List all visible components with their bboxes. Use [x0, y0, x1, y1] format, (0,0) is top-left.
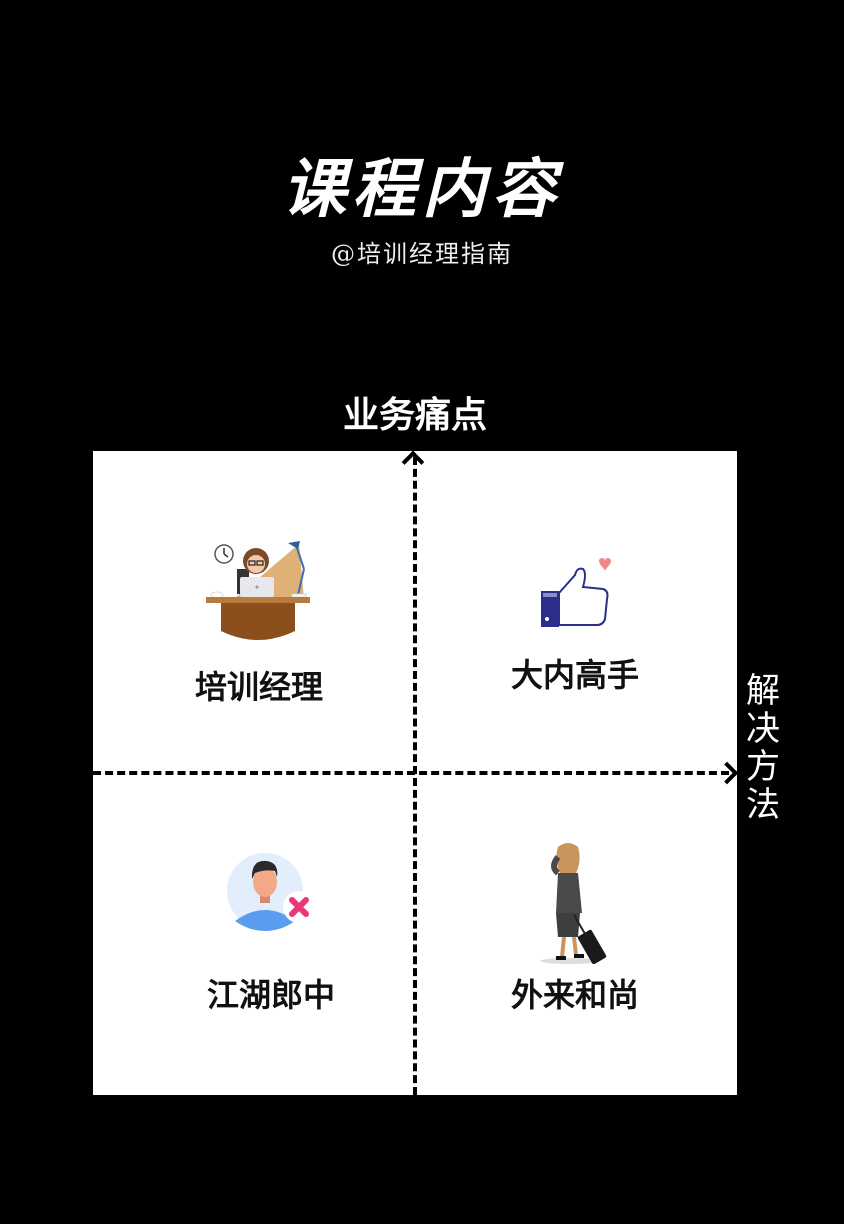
x-axis-line: [93, 771, 729, 775]
quadrant-bottom-left: 江湖郎中: [121, 849, 421, 1016]
x-axis-label: 解 决 方 法: [743, 672, 783, 824]
quadrant-label: 江湖郎中: [206, 976, 335, 1014]
quadrant-bottom-right: 外来和尚: [425, 839, 725, 1016]
quadrant-panel: 培训经理 大内高手 江湖郎中: [93, 450, 739, 1095]
y-axis-line: [413, 457, 417, 1095]
quadrant-label: 外来和尚: [510, 976, 639, 1014]
quadrant-top-left: 培训经理: [109, 539, 409, 708]
page-title: 课程内容: [282, 153, 562, 227]
quadrant-label: 培训经理: [194, 668, 323, 706]
x-axis-char: 解: [746, 671, 780, 711]
x-axis-char: 方: [746, 747, 780, 787]
office-worker-at-desk-icon: [206, 541, 310, 640]
x-axis-char: 决: [746, 709, 780, 749]
quadrant-top-right: 大内高手: [425, 555, 725, 696]
page-subtitle: @培训经理指南: [331, 240, 513, 268]
y-axis-label: 业务痛点: [342, 395, 487, 436]
quadrant-label: 大内高手: [510, 656, 639, 694]
x-axis-char: 法: [746, 785, 780, 825]
arrow-right-icon: [715, 761, 739, 785]
user-reject-icon: [227, 853, 315, 931]
traveler-with-luggage-icon: [540, 843, 607, 964]
thumbs-up-heart-icon: [541, 558, 611, 627]
arrow-up-icon: [401, 450, 425, 474]
